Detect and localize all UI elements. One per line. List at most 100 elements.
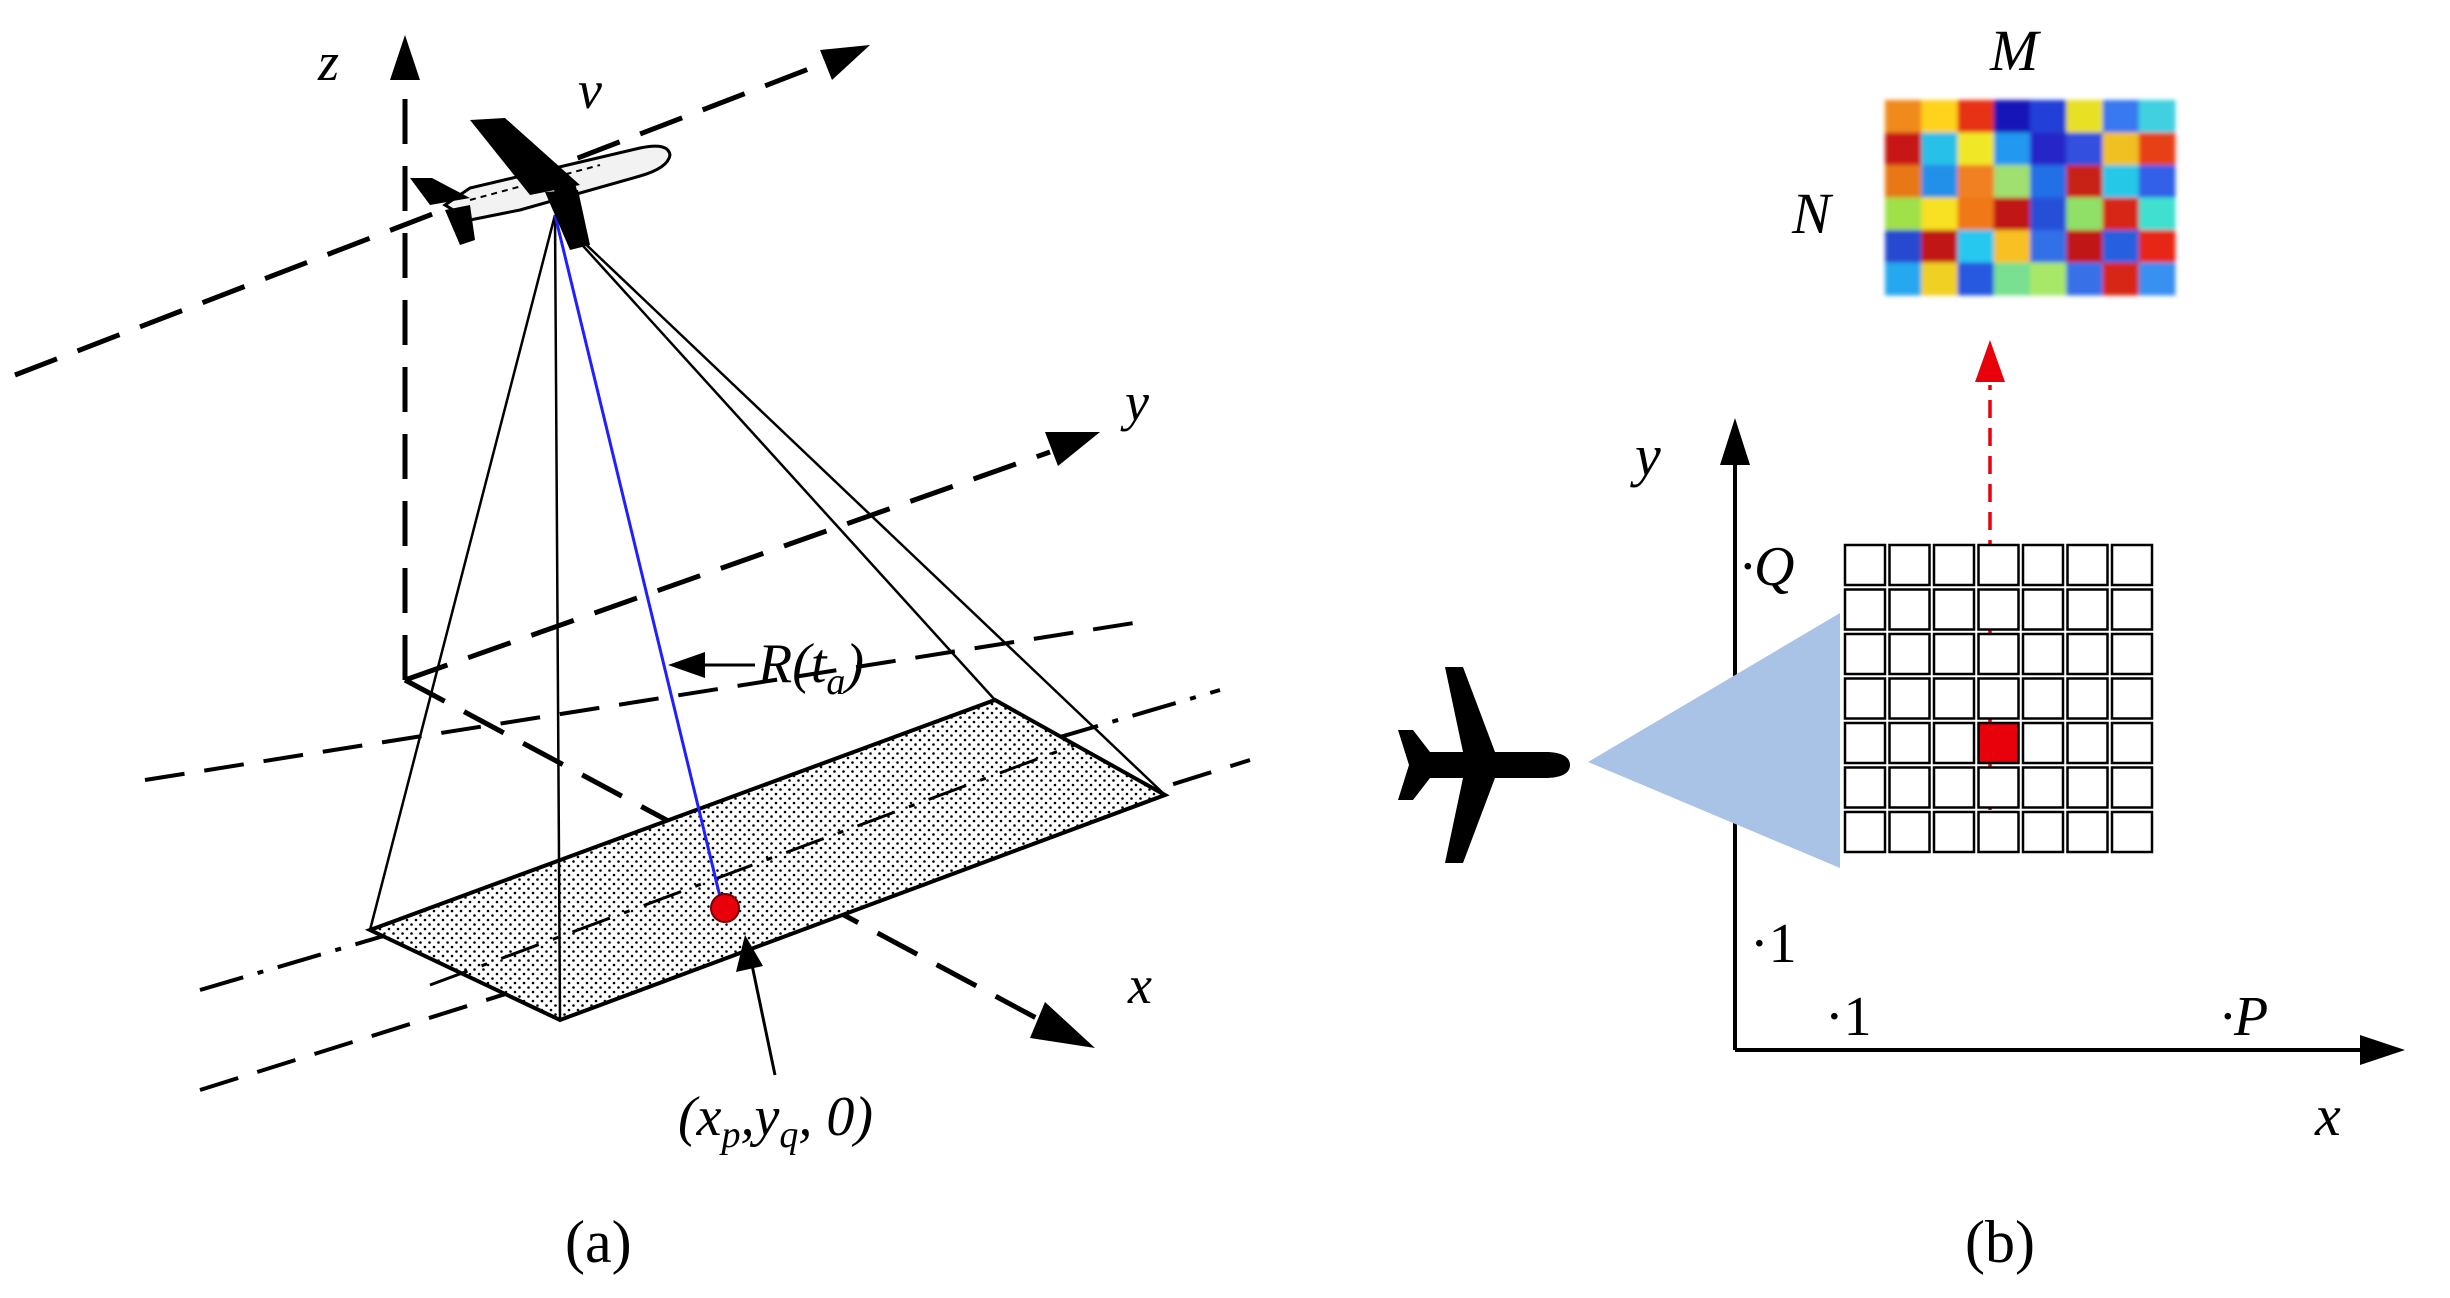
panel-b: M N y x ·Q ·1 ·1 ·P (b) (1398, 18, 2405, 1275)
grid-cell (1932, 810, 1976, 854)
image-pixel (1993, 100, 2031, 133)
image-pixel (2102, 197, 2140, 231)
projection-arrow-head (1975, 340, 2005, 382)
grid-cell (1977, 766, 2020, 809)
grid-cell (2110, 766, 2154, 809)
grid-cell (1977, 677, 2020, 720)
image-pixel (1957, 165, 1995, 198)
grid-cell (2021, 632, 2065, 676)
panel-a-caption: (a) (565, 1209, 632, 1275)
x-axis-arrow (1030, 1002, 1095, 1048)
image-pixel (2066, 230, 2103, 263)
target-pointer-line (750, 964, 777, 1076)
grid-cell (1843, 543, 1887, 587)
image-pixel (1885, 100, 1922, 133)
grid-cell (2021, 810, 2065, 854)
image-pixel (2030, 262, 2067, 296)
image-pixel (1957, 197, 1995, 231)
target-coord-label: (xp,yq, 0) (678, 1086, 873, 1156)
grid-cell (2110, 632, 2154, 676)
panel-a: z v y x R(ta) ( (14, 32, 1251, 1275)
image-pixel (1993, 197, 2031, 231)
image-pixel (1921, 197, 1958, 231)
output-image (1885, 100, 2176, 296)
label-N: N (1791, 181, 1834, 246)
grid-cell (2066, 588, 2109, 631)
grid-cell (2066, 677, 2109, 720)
grid-cell (1932, 766, 1976, 809)
grid-cell (1977, 588, 2020, 631)
beam-edge-2 (553, 214, 562, 1021)
x-axis-label: x (1127, 955, 1152, 1015)
b-y-axis-label: y (1630, 423, 1661, 488)
image-pixel (1957, 262, 1995, 296)
target-pointer-arrow (736, 935, 763, 972)
image-pixel (2102, 262, 2140, 296)
range-pointer-arrow (668, 652, 705, 678)
grid-cell (1888, 766, 1931, 809)
b-y-axis-arrow (1720, 418, 1750, 465)
grid-cell (2066, 721, 2109, 765)
grid-cell (1932, 588, 1976, 631)
airliner-icon (410, 118, 672, 250)
flight-track (14, 52, 846, 378)
image-pixel (2030, 132, 2067, 166)
image-pixel (1921, 165, 1958, 198)
image-pixel (1885, 165, 1922, 198)
grid-cell (1888, 632, 1931, 676)
velocity-label: v (578, 60, 602, 120)
grid-cell (2066, 810, 2109, 854)
image-pixel (1885, 230, 1922, 263)
image-pixel (2138, 100, 2176, 133)
grid-cell (1888, 721, 1931, 765)
grid-cell (1888, 588, 1931, 631)
flight-track-arrow (820, 45, 870, 80)
image-pixel (2030, 230, 2067, 263)
grid-cell (1843, 588, 1887, 631)
grid-cell (1977, 543, 2020, 587)
grid-cell (2021, 721, 2065, 765)
image-pixel (2066, 100, 2103, 133)
y-axis-label: y (1120, 372, 1149, 432)
grid-cell (1843, 810, 1887, 854)
image-pixel (1993, 230, 2031, 263)
image-pixel (2138, 197, 2176, 231)
slant-range-line (553, 214, 724, 906)
image-pixel (2066, 262, 2103, 296)
label-M: M (1989, 18, 2041, 83)
grid-cell (2110, 810, 2154, 854)
grid-cell (2066, 632, 2109, 676)
beam-edge-4 (554, 214, 1166, 796)
image-pixel (1885, 197, 1922, 231)
label-1-y: ·1 (1750, 913, 1797, 975)
image-pixel (2138, 132, 2176, 166)
label-1-x: ·1 (1825, 986, 1872, 1048)
grid-cell (1932, 721, 1976, 765)
target-point (710, 893, 740, 923)
grid-cell (1932, 677, 1976, 720)
label-P: ·P (2220, 986, 2268, 1048)
grid-cell (2021, 543, 2065, 587)
z-axis-label: z (317, 32, 339, 92)
z-axis-arrow (390, 35, 420, 80)
grid-cell (1977, 632, 2020, 676)
image-pixel (2066, 197, 2103, 231)
selected-grid-cell (1977, 721, 2020, 765)
footprint-center-line (429, 743, 1076, 987)
image-pixel (1993, 165, 2031, 198)
panel-b-caption: (b) (1965, 1209, 2035, 1275)
image-pixel (1885, 132, 1922, 166)
image-pixel (2138, 230, 2176, 263)
grid-cell (1843, 721, 1887, 765)
image-pixel (1957, 100, 1995, 133)
image-pixel (2066, 165, 2103, 198)
grid-cell (1843, 677, 1887, 720)
image-pixel (1921, 230, 1958, 263)
grid-cell (1888, 543, 1931, 587)
grid-cell (2021, 766, 2065, 809)
image-pixel (2102, 132, 2140, 166)
image-pixel (1885, 262, 1922, 296)
image-pixel (2030, 197, 2067, 231)
image-pixel (1957, 230, 1995, 263)
